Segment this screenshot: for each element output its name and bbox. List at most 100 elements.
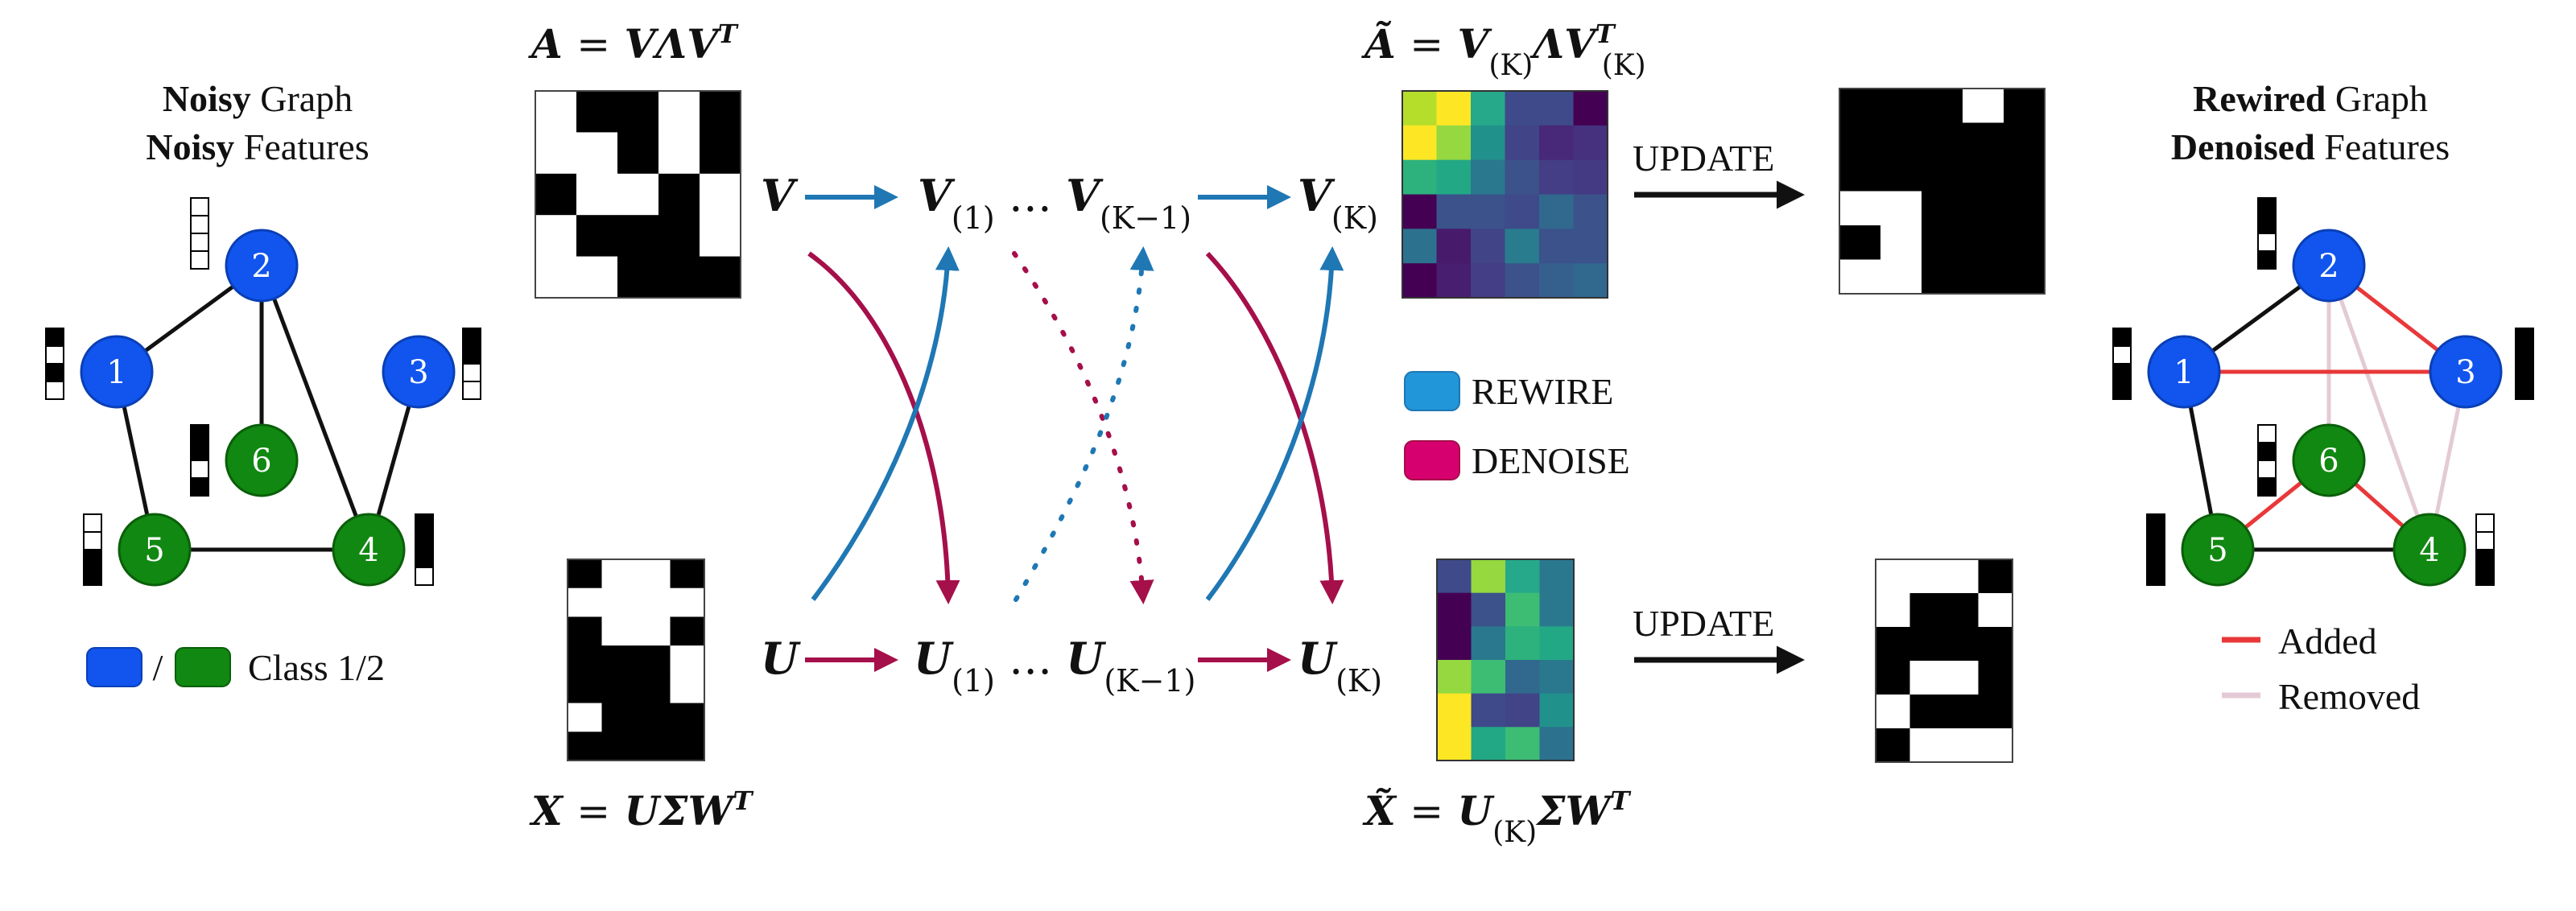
right-title-line1: Rewired Graph: [2193, 78, 2428, 119]
heatmap-cell: [1471, 660, 1506, 695]
heatmap-cell: [1471, 194, 1505, 229]
denoise-arrow-2: [1205, 251, 1344, 604]
matrix-cell: [700, 215, 741, 258]
heatmap-cell: [1437, 660, 1472, 695]
matrix-cell: [658, 91, 700, 133]
heatmap-cell: [1436, 194, 1472, 229]
feature-bar-cell: [462, 328, 481, 347]
feature-bar-cell: [45, 363, 64, 382]
heatmap-cell: [1539, 693, 1575, 728]
heatmap-cell: [1471, 91, 1505, 126]
matrix-cell: [636, 616, 671, 646]
graph-edge-removed: [2326, 265, 2432, 550]
heatmap-cell: [1471, 626, 1506, 661]
heatmap-cell: [1402, 263, 1437, 299]
matrix-cell: [1978, 627, 2013, 662]
heatmap-cell: [1436, 159, 1472, 195]
matrix-cell: [1963, 157, 2004, 192]
matrix-cell: [1839, 122, 1881, 158]
heatmap-cell: [1437, 727, 1472, 761]
graph-node: [2392, 513, 2467, 587]
feature-bar-cell: [190, 233, 209, 252]
feature-bar-cell: [415, 549, 434, 568]
matrix-cell: [568, 674, 602, 704]
matrix-cell: [1909, 627, 1945, 662]
graph-node-label: 5: [144, 532, 164, 569]
matrix-cell: [1880, 157, 1922, 192]
matrix-cell: [601, 587, 637, 617]
matrix-cell: [576, 215, 618, 258]
heatmap-cell: [1402, 91, 1437, 126]
legend-class2-swatch: [175, 647, 231, 687]
feature-bar-cell: [2475, 531, 2495, 550]
equation-A: A = VΛVT: [528, 19, 739, 68]
matrix-cell: [601, 732, 637, 761]
heatmap-cell: [1471, 263, 1505, 299]
feature-bar-cell: [415, 567, 434, 586]
matrix-cell: [1944, 559, 1979, 594]
graph-node-label: 6: [251, 443, 271, 480]
matrix-cell: [670, 587, 705, 617]
heatmap-cell: [1402, 159, 1437, 195]
matrix-cell: [1876, 728, 1910, 763]
heatmap-cell: [1539, 660, 1575, 695]
heatmap-cell: [1402, 125, 1437, 161]
matrix-cell: [1880, 225, 1922, 260]
matrix-cell: [568, 645, 602, 675]
matrix-cell: [1922, 225, 1963, 260]
matrix-cell: [1978, 661, 2013, 695]
feature-bar-cell: [83, 567, 102, 586]
feature-bar-cell: [2475, 513, 2495, 533]
heatmap-cell: [1505, 229, 1540, 264]
matrix-cell: [617, 215, 659, 258]
matrix-cell: [1922, 122, 1963, 158]
matrix-cell: [1839, 225, 1881, 260]
matrix-cell: [2004, 191, 2046, 226]
heatmap-cell: [1539, 229, 1574, 264]
matrix-cell: [2004, 225, 2046, 260]
heatmap-cell: [1573, 263, 1608, 299]
feature-bar-cell: [190, 215, 209, 234]
matrix-cell: [568, 732, 602, 761]
heatmap-cell: [1539, 592, 1575, 627]
matrix-cell: [636, 587, 671, 617]
feature-bar-cell: [190, 424, 209, 443]
matrix-cell: [670, 732, 705, 761]
feature-bar-cell: [2515, 381, 2534, 400]
graph-node: [118, 513, 192, 587]
matrix-cell: [535, 215, 577, 258]
graph-node-label: 4: [358, 532, 378, 569]
heatmap-X-tilde: [1436, 559, 1575, 761]
matrix-cell: [670, 645, 705, 675]
feature-bar-cell: [2257, 477, 2277, 497]
matrix-cell: [568, 559, 602, 589]
graph-node-label: 3: [2455, 354, 2475, 391]
equation-A-tilde: Ã = V(K)ΛVT(K): [1361, 19, 1646, 82]
legend-rewire-label: REWIRE: [1472, 371, 1613, 412]
feature-bar-cell: [462, 345, 481, 365]
denoise-arrow-dotted: [1012, 251, 1154, 604]
heatmap-border: [1436, 559, 1575, 761]
matrix-X: [567, 559, 705, 761]
feature-bar-cell: [2112, 345, 2132, 365]
heatmap-cell: [1471, 592, 1506, 627]
matrix-cell: [1922, 89, 1963, 123]
graph-node-label: 4: [2419, 532, 2439, 569]
heatmap-cell: [1505, 125, 1540, 161]
matrix-cell: [700, 132, 741, 175]
matrix-cell: [1978, 593, 2013, 628]
matrix-cell: [568, 616, 602, 646]
heatmap-cell: [1505, 91, 1540, 126]
matrix-cell: [617, 173, 659, 216]
legend-class1-swatch: [86, 647, 142, 687]
feature-bar-cell: [2475, 567, 2495, 586]
feature-bar-cell: [2146, 513, 2165, 533]
graph-node: [2181, 513, 2255, 587]
matrix-cell: [700, 256, 741, 299]
heatmap-cell: [1505, 727, 1540, 761]
update-label-bottom: UPDATE: [1633, 603, 1774, 644]
matrix-cell: [2004, 157, 2046, 192]
heatmap-cell: [1573, 159, 1608, 195]
